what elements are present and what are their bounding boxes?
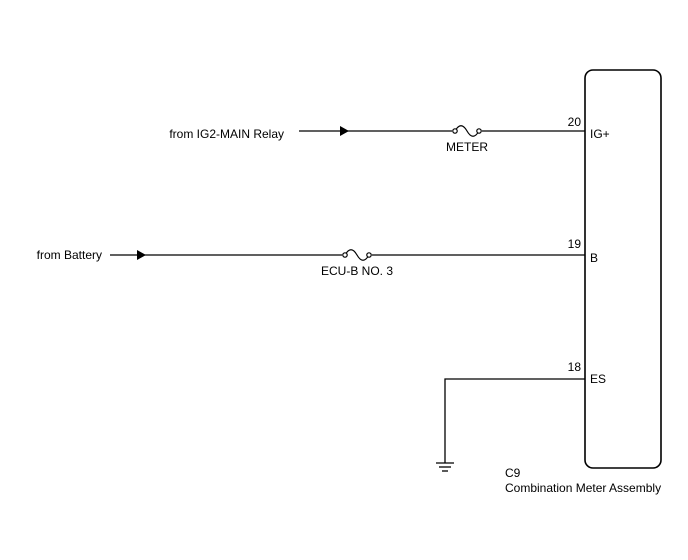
pin-number-18: 18 <box>568 360 582 374</box>
circuit-es: 18 ES <box>436 360 606 472</box>
fuse-label-ecu-b-no-3: ECU-B NO. 3 <box>321 264 393 278</box>
fuse-label-meter: METER <box>446 140 488 154</box>
source-label-ig2-main-relay: from IG2-MAIN Relay <box>169 127 284 141</box>
connector-code: C9 <box>505 466 521 480</box>
direction-arrow-icon <box>340 126 349 136</box>
terminal-label-ig-plus: IG+ <box>590 127 610 141</box>
ground-icon <box>436 462 454 472</box>
direction-arrow-icon <box>137 250 146 260</box>
circuit-ig-plus: from IG2-MAIN Relay METER 20 IG+ <box>169 115 609 154</box>
terminal-label-es: ES <box>590 372 606 386</box>
fuse-icon <box>452 125 482 137</box>
component-name: Combination Meter Assembly <box>505 481 661 495</box>
circuit-b: from Battery ECU-B NO. 3 19 B <box>37 237 598 278</box>
combination-meter-body <box>584 69 662 469</box>
fuse-icon <box>342 249 372 261</box>
pin-number-19: 19 <box>568 237 582 251</box>
wire-es <box>444 378 585 463</box>
source-label-battery: from Battery <box>37 248 102 262</box>
terminal-label-b: B <box>590 251 598 265</box>
pin-number-20: 20 <box>568 115 582 129</box>
